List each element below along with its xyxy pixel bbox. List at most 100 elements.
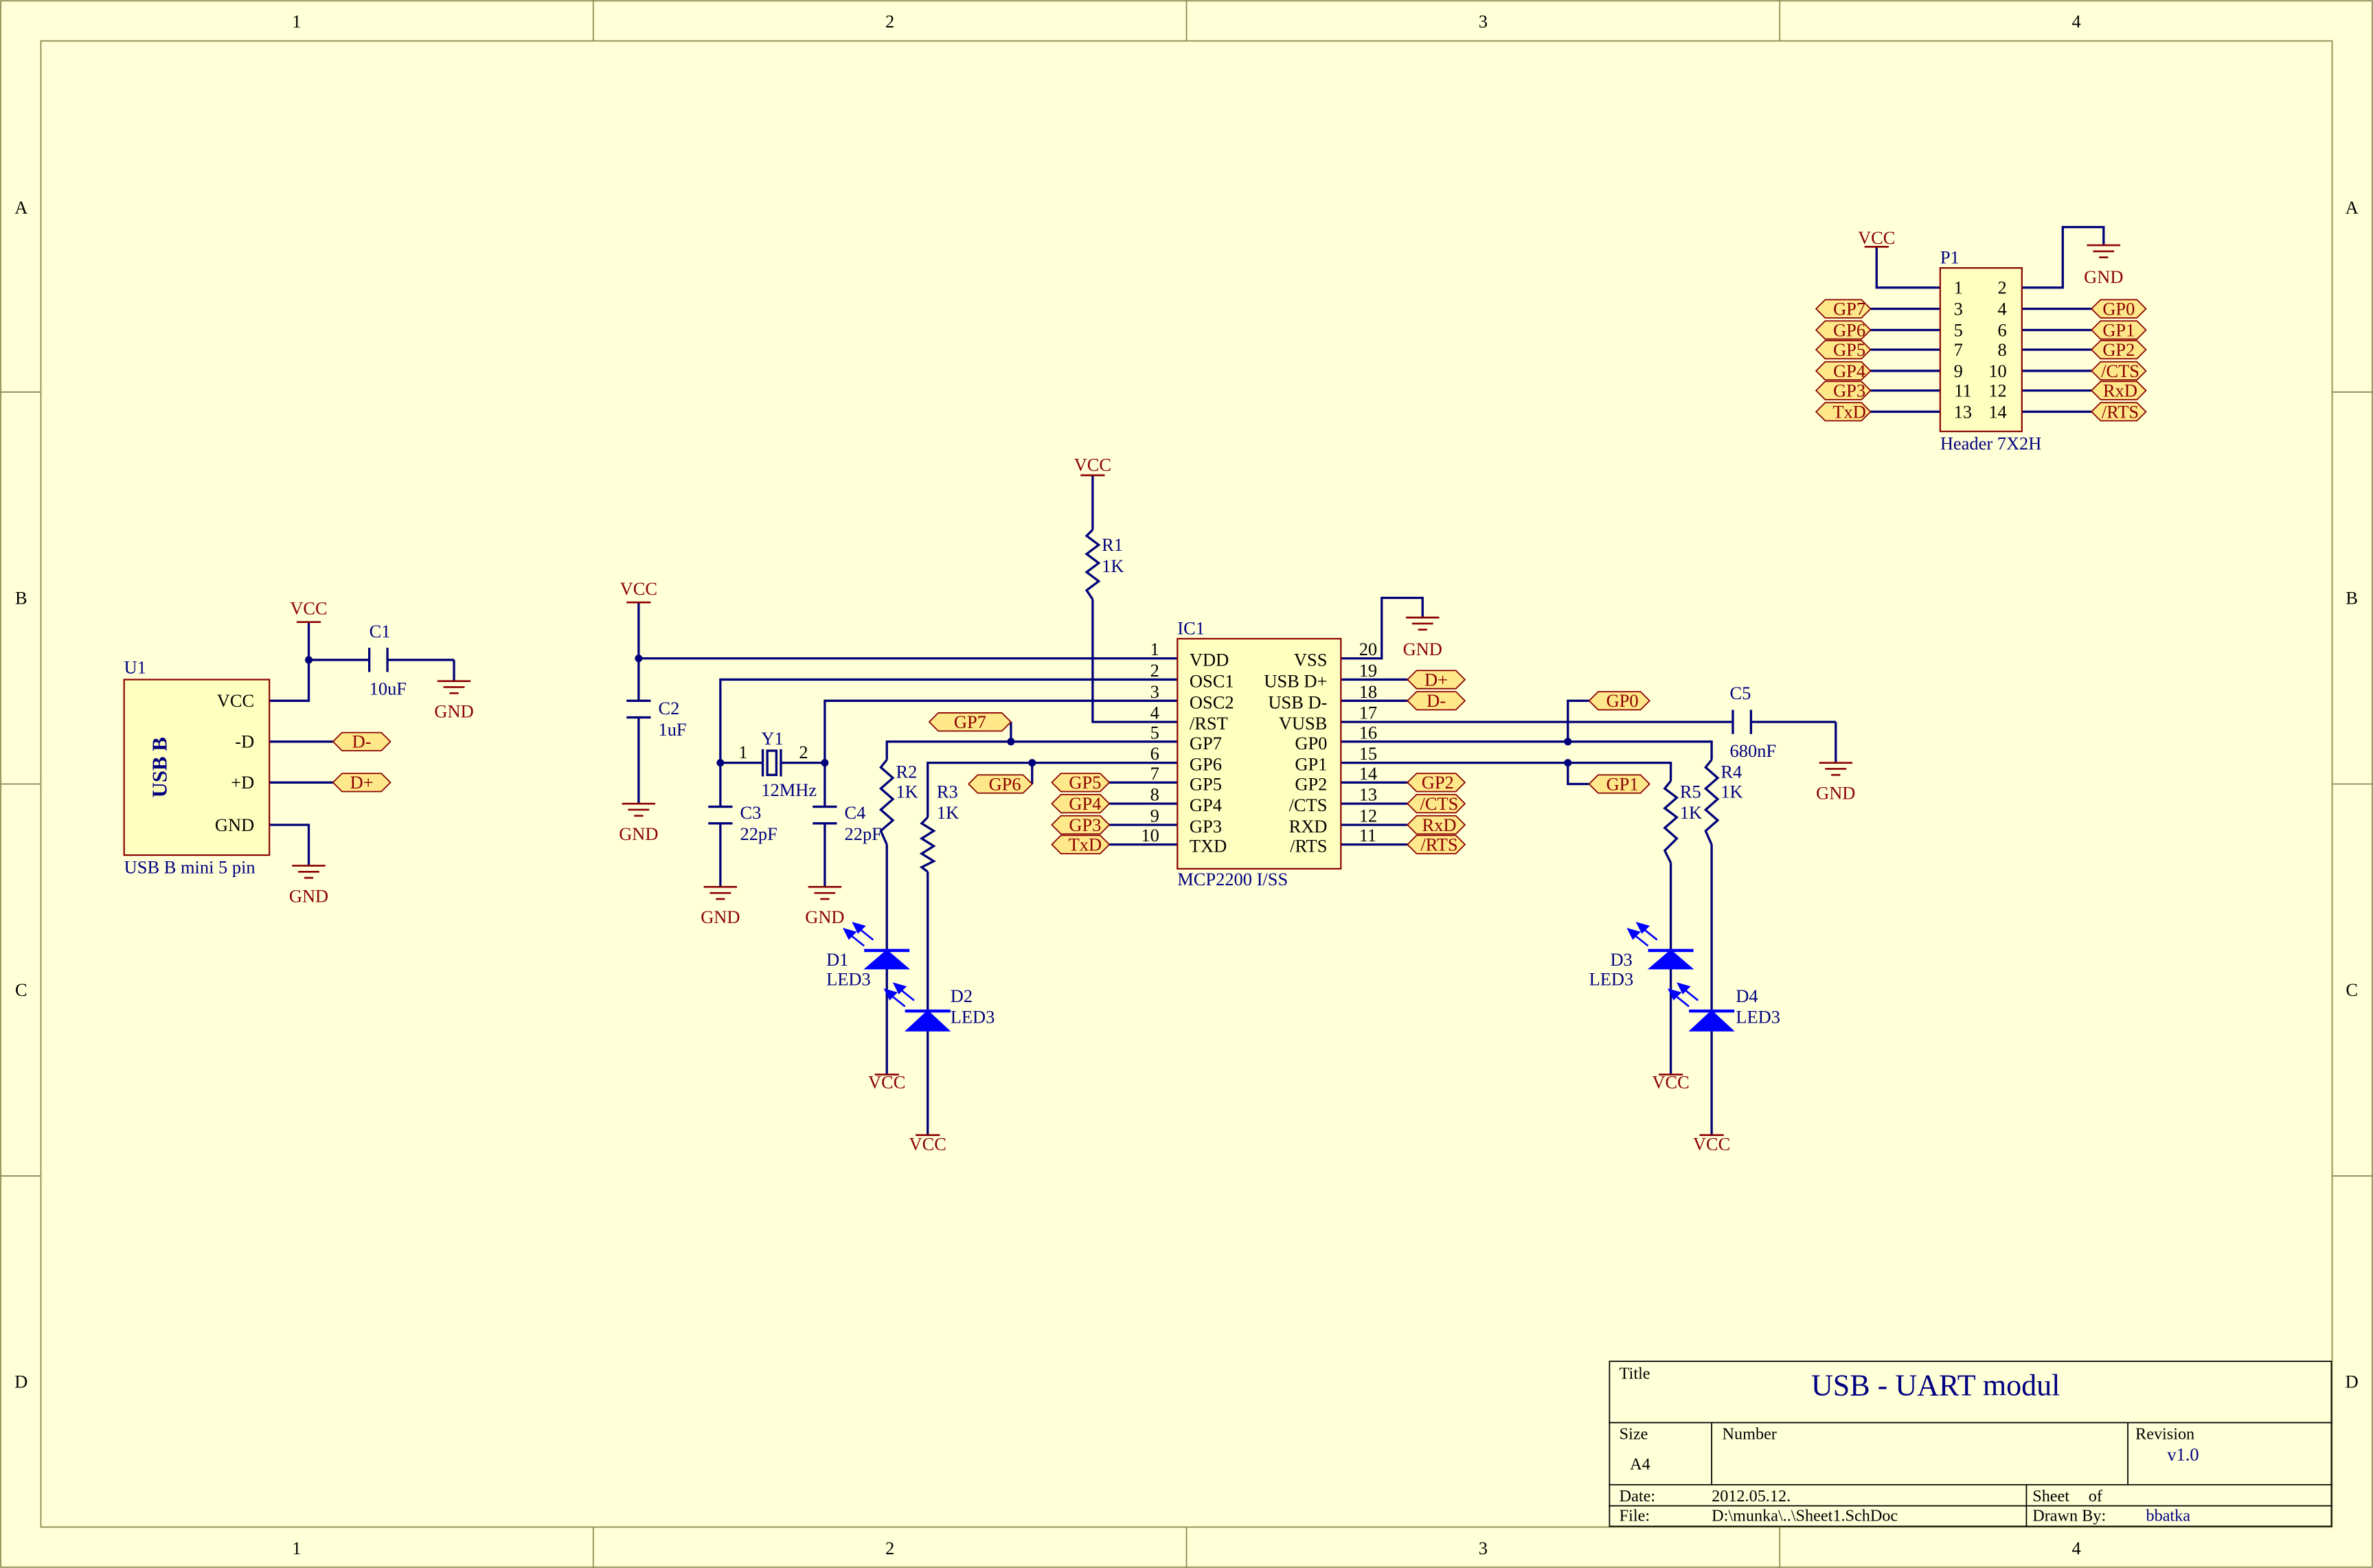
d2-value: LED3 [951,1007,995,1027]
d4-ref: D4 [1736,986,1758,1006]
gnd-label: GND [289,885,328,906]
p1-pin-num: 1 [1954,277,1963,298]
header-p1: P1 Header 7X2H 1 3 5 7 9 11 13 2 4 6 8 1… [1939,247,2041,454]
net-port-label: D- [352,731,372,752]
file-label: File: [1620,1507,1650,1525]
vcc-label: VCC [1652,1071,1689,1092]
ic1-pin-name: GP5 [1190,773,1222,794]
c2-value: 1uF [658,719,686,740]
vcc-label: VCC [1074,454,1111,475]
zone-col-label: 4 [2072,11,2081,32]
capacitor-c4 [813,805,837,825]
c4-ref: C4 [845,802,866,823]
y1-ref: Y1 [761,728,783,749]
y1-pin2: 2 [799,742,808,762]
ic1-mcp2200: IC1 MCP2200 I/SS 1 VDD 2 OSC1 3 OSC2 4 /… [1141,617,1377,889]
capacitor-c3 [708,805,733,825]
p1-pin-num: 9 [1954,361,1963,381]
net-port-label: GP0 [2102,298,2135,319]
u1-body-label: USB B [148,737,171,797]
u1-pin-vcc: VCC [217,690,254,711]
p1-pin-num: 3 [1954,298,1963,319]
y1-value: 12MHz [761,780,817,800]
ic1-pin-name: OSC2 [1190,692,1234,712]
zone-row-label: B [2346,587,2358,608]
u1-pin-dp: +D [231,772,254,793]
net-port-label: GP7 [954,712,986,732]
ic1-pin-num: 16 [1359,722,1377,742]
resistor-r1 [1085,529,1101,600]
of-label: of [2089,1487,2103,1505]
zone-col-label: 4 [2072,1538,2081,1558]
junctions [304,655,1572,767]
ic1-pin-name: USB D- [1268,692,1327,712]
ic1-pin-num: 10 [1141,825,1159,845]
zone-col-label: 3 [1479,1538,1488,1558]
net-port-label: GP4 [1069,793,1101,814]
net-port-label: GP6 [1833,319,1865,340]
c5-value: 680nF [1730,740,1777,761]
ic1-pin-num: 19 [1359,660,1377,681]
title-label: Title [1620,1364,1650,1383]
wire-junction [304,656,313,664]
p1-pin-num: 13 [1954,401,1972,422]
sheet-title: USB - UART modul [1811,1369,2060,1402]
ic1-pin-num: 1 [1150,639,1159,659]
r3-value: 1K [937,802,959,823]
capacitor-c2 [626,699,651,719]
ic1-pin-name: VDD [1190,650,1229,670]
net-port-label: GP5 [1069,772,1101,793]
r5-ref: R5 [1680,781,1701,802]
d2-ref: D2 [951,986,973,1006]
net-port-label: GP5 [1833,339,1865,360]
wire-junction [1564,759,1572,767]
ic1-pin-num: 8 [1150,784,1159,805]
resistor-r4 [1703,759,1720,845]
net-port-label: GP1 [1606,773,1639,794]
r2-ref: R2 [896,762,917,782]
sheet-label: Sheet [2032,1487,2069,1505]
u1-pin-gnd: GND [215,815,254,835]
r3-ref: R3 [937,781,958,802]
led-d3 [1626,922,1694,970]
file-value: D:\munka\..\Sheet1.SchDoc [1712,1507,1898,1525]
p1-pin-num: 11 [1954,380,1971,400]
resistor-r5 [1663,780,1679,863]
zone-col-label: 1 [292,1538,301,1558]
net-port-label: TxD [1832,401,1865,422]
leds [842,922,1735,1032]
d1-value: LED3 [826,969,871,990]
wire-junction [821,759,829,767]
c1-value: 10uF [370,678,407,698]
gnd-label: GND [434,701,473,722]
wire-junction [1564,738,1572,746]
ic1-pin-name: /RST [1190,713,1228,734]
ic1-pin-name: TXD [1190,836,1227,856]
zone-row-label: B [15,587,27,608]
net-port-label: GP2 [1422,772,1454,793]
p1-pin-num: 5 [1954,319,1963,340]
c5-ref: C5 [1730,683,1751,703]
zone-row-label: A [14,197,27,218]
r2-value: 1K [896,781,918,802]
c4-value: 22pF [845,823,882,844]
wire-junction [1007,738,1015,746]
net-port-label: GP7 [1833,298,1865,319]
ic1-pin-num: 17 [1359,703,1377,723]
ic1-part: MCP2200 I/SS [1177,869,1288,889]
zone-row-label: D [2346,1372,2359,1392]
ic1-pin-name: GP4 [1190,795,1222,815]
net-port-label: GP2 [2102,339,2135,360]
zone-row-label: C [2346,979,2358,1000]
ic1-pin-name: /CTS [1289,795,1328,815]
ic1-pin-num: 3 [1150,681,1159,702]
gnd-label: GND [2084,266,2123,287]
r1-value: 1K [1102,556,1124,576]
net-port-label: /RTS [1420,834,1457,854]
power-ports: VCC VCC VCC VCC VCC VCC VCC VCC GND GND … [289,227,2124,1155]
net-port-label: GP0 [1606,690,1639,711]
u1-designator: U1 [124,657,146,678]
ic1-pin-name: USB D+ [1264,670,1327,691]
zone-col-label: 2 [885,11,894,32]
ic1-pin-name: GP1 [1295,754,1327,775]
